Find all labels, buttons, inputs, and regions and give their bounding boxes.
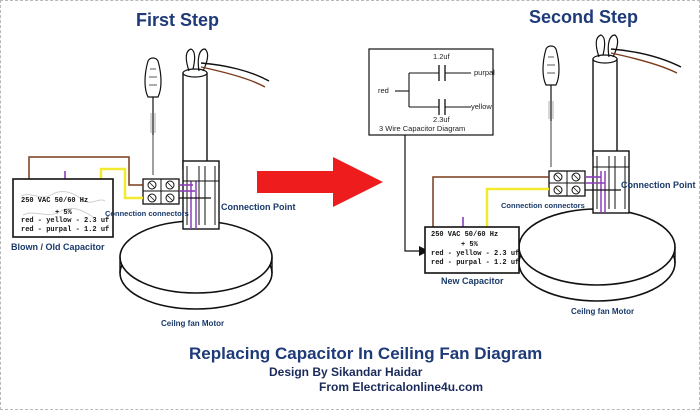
right-connectors bbox=[548, 170, 586, 197]
wire-diagram-bottom-value: 2.3uf bbox=[433, 115, 450, 124]
right-down-rod bbox=[592, 34, 682, 156]
right-connection-point-label: Connection Point bbox=[621, 180, 696, 190]
wire-diagram-top-wire: purpal bbox=[474, 68, 495, 77]
left-voltage-tester bbox=[144, 57, 162, 175]
right-connectors-label: Connection connectors bbox=[501, 201, 585, 210]
left-connection-point-label: Connection Point bbox=[221, 202, 296, 212]
right-capacitor-purple: red - purpal - 1.2 uf bbox=[431, 259, 520, 267]
wire-diagram-left-wire: red bbox=[378, 86, 389, 95]
right-voltage-tester bbox=[542, 45, 560, 167]
first-step-title: First Step bbox=[136, 10, 220, 30]
right-assembly bbox=[424, 34, 682, 302]
left-wiring bbox=[28, 156, 211, 200]
left-fan-motor bbox=[119, 220, 273, 310]
right-wiring bbox=[432, 176, 621, 227]
right-capacitor bbox=[424, 226, 520, 274]
left-down-rod bbox=[182, 48, 270, 170]
design-credit: Design By Sikandar Haidar bbox=[269, 365, 423, 379]
left-capacitor-tolerance: + 5% bbox=[55, 209, 72, 217]
left-capacitor-label: Blown / Old Capacitor bbox=[11, 242, 105, 252]
left-connectors bbox=[142, 178, 180, 205]
left-capacitor-yellow: red - yellow - 2.3 uf bbox=[21, 217, 110, 225]
right-fan-motor bbox=[518, 208, 676, 302]
step-arrow bbox=[257, 157, 383, 207]
right-capacitor-tolerance: + 5% bbox=[461, 241, 478, 249]
right-capacitor-rating: 250 VAC 50/60 Hz bbox=[431, 231, 499, 239]
right-capacitor-yellow: red - yellow - 2.3 uf bbox=[431, 250, 520, 258]
left-assembly bbox=[12, 48, 273, 310]
diagram-title: Replacing Capacitor In Ceiling Fan Diagr… bbox=[189, 344, 543, 363]
source-credit: From Electricalonline4u.com bbox=[319, 380, 484, 394]
left-connectors-label: Connection connectors bbox=[105, 209, 189, 218]
right-capacitor-label: New Capacitor bbox=[441, 276, 504, 286]
left-connection-box bbox=[182, 160, 220, 230]
left-capacitor-purple: red - purpal - 1.2 uf bbox=[21, 226, 110, 234]
three-wire-diagram bbox=[368, 48, 494, 256]
left-capacitor bbox=[12, 178, 114, 238]
second-step-title: Second Step bbox=[529, 7, 639, 27]
left-motor-label: Ceilng fan Motor bbox=[161, 319, 225, 328]
wire-diagram-bottom-wire: yellow bbox=[471, 102, 492, 111]
left-capacitor-rating: 250 VAC 50/60 Hz bbox=[21, 197, 89, 205]
wire-diagram-top-value: 1.2uf bbox=[433, 52, 450, 61]
wire-diagram-caption: 3 Wire Capacitor Diagram bbox=[379, 124, 466, 133]
right-motor-label: Ceilng fan Motor bbox=[571, 307, 635, 316]
right-connection-box bbox=[592, 150, 630, 214]
